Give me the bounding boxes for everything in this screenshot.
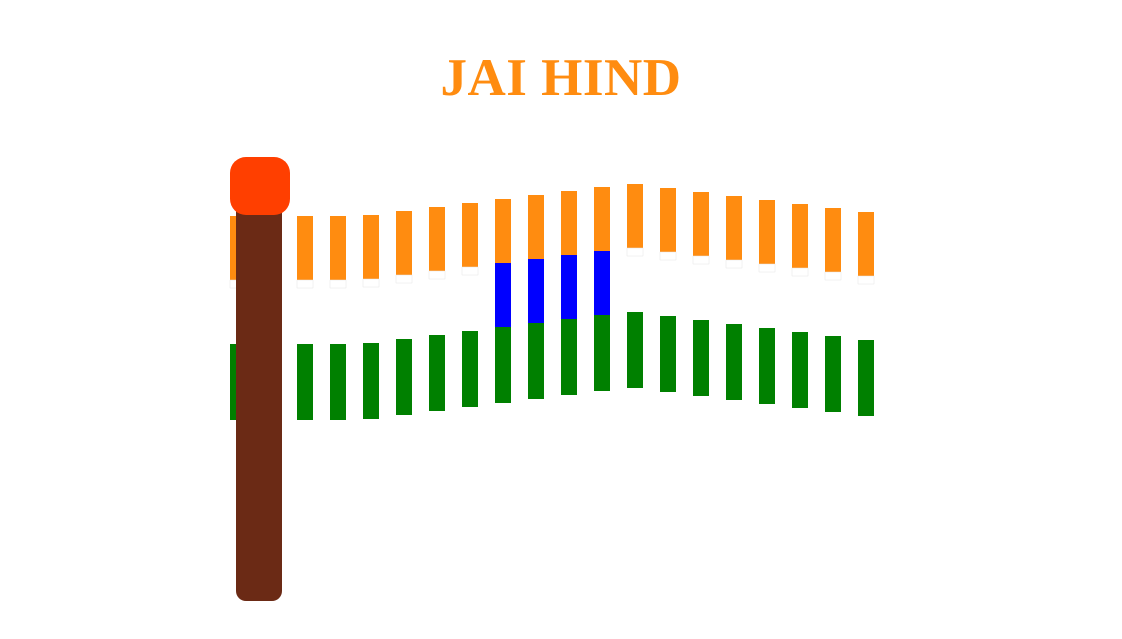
flag-column	[725, 196, 743, 400]
white-stripe-segment	[461, 266, 479, 276]
white-stripe-segment	[791, 267, 809, 277]
chakra-segment	[561, 255, 577, 319]
flag-column	[659, 188, 677, 392]
flagpole-finial-icon	[230, 157, 290, 215]
saffron-stripe-segment	[858, 212, 874, 276]
saffron-stripe-segment	[693, 192, 709, 256]
green-stripe-segment	[429, 335, 445, 411]
green-stripe-segment	[825, 336, 841, 412]
white-stripe-segment	[824, 271, 842, 281]
saffron-stripe-segment	[759, 200, 775, 264]
saffron-stripe-segment	[462, 203, 478, 267]
green-stripe-segment	[759, 328, 775, 404]
green-stripe-segment	[792, 332, 808, 408]
saffron-stripe-segment	[825, 208, 841, 272]
flag-column	[824, 208, 842, 412]
green-stripe-segment	[330, 344, 346, 420]
flag-column	[428, 207, 446, 411]
flag-column	[362, 215, 380, 419]
saffron-stripe-segment	[726, 196, 742, 260]
chakra-segment	[528, 259, 544, 323]
saffron-stripe-segment	[561, 191, 577, 255]
green-stripe-segment	[594, 315, 610, 391]
white-stripe-segment	[362, 278, 380, 288]
white-stripe-segment	[758, 263, 776, 273]
flag-column	[528, 195, 544, 399]
white-stripe-segment	[626, 247, 644, 257]
green-stripe-segment	[660, 316, 676, 392]
flag-column	[561, 191, 577, 395]
green-stripe-segment	[396, 339, 412, 415]
green-stripe-segment	[561, 319, 577, 395]
white-stripe-segment	[428, 270, 446, 280]
green-stripe-segment	[726, 324, 742, 400]
saffron-stripe-segment	[396, 211, 412, 275]
saffron-stripe-segment	[627, 184, 643, 248]
flag-column	[329, 216, 347, 420]
flag-column	[857, 212, 875, 416]
green-stripe-segment	[627, 312, 643, 388]
chakra-segment	[495, 263, 511, 327]
saffron-stripe-segment	[792, 204, 808, 268]
flag-column	[296, 216, 314, 420]
white-stripe-segment	[329, 279, 347, 289]
page-title: JAI HIND	[440, 49, 682, 107]
flag-column	[692, 192, 710, 396]
flag-column	[594, 187, 610, 391]
white-stripe-segment	[296, 279, 314, 289]
flag-column	[461, 203, 479, 407]
flagpole-icon	[236, 190, 282, 601]
green-stripe-segment	[230, 344, 238, 420]
green-stripe-segment	[495, 327, 511, 403]
flag-column	[758, 200, 776, 404]
flag-column	[395, 211, 413, 415]
saffron-stripe-segment	[363, 215, 379, 279]
flag-column	[626, 184, 644, 388]
flag-column	[495, 199, 511, 403]
green-stripe-segment	[858, 340, 874, 416]
white-stripe-segment	[395, 274, 413, 284]
saffron-stripe-segment	[330, 216, 346, 280]
white-stripe-segment	[857, 275, 875, 285]
saffron-stripe-segment	[660, 188, 676, 252]
saffron-stripe-segment	[230, 216, 238, 280]
saffron-stripe-segment	[429, 207, 445, 271]
green-stripe-segment	[693, 320, 709, 396]
saffron-stripe-segment	[594, 187, 610, 251]
green-stripe-segment	[462, 331, 478, 407]
white-stripe-segment	[692, 255, 710, 265]
white-stripe-segment	[725, 259, 743, 269]
flag-column	[791, 204, 809, 408]
green-stripe-segment	[363, 343, 379, 419]
saffron-stripe-segment	[297, 216, 313, 280]
chakra-segment	[594, 251, 610, 315]
green-stripe-segment	[528, 323, 544, 399]
white-stripe-segment	[659, 251, 677, 261]
saffron-stripe-segment	[528, 195, 544, 259]
green-stripe-segment	[297, 344, 313, 420]
saffron-stripe-segment	[495, 199, 511, 263]
